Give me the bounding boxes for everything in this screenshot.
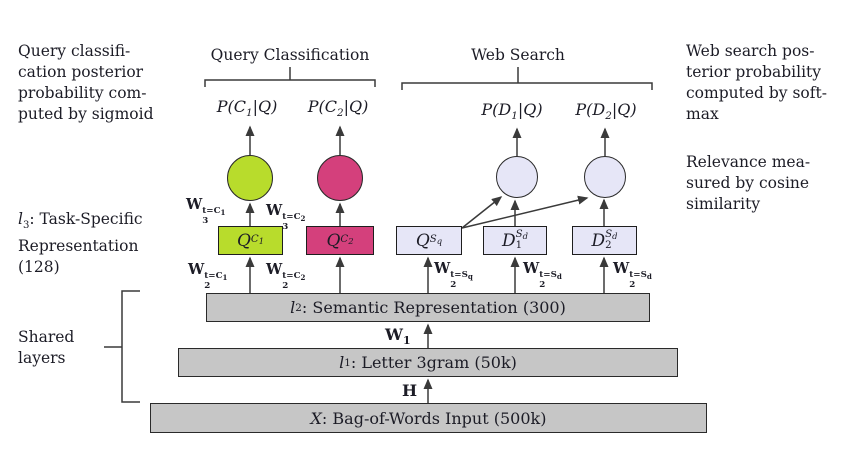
output-label-p-d2-q: P(D2|Q) bbox=[575, 100, 637, 123]
group-label-query-classification: Query Classification bbox=[210, 46, 370, 64]
weight-label-h: H bbox=[402, 381, 418, 400]
note-shared-layers: Shared layers bbox=[18, 328, 75, 367]
arrow-qsq-to-circle3 bbox=[461, 196, 503, 229]
note-l3-task-specific: l3: Task-Specific Representation (128) bbox=[18, 209, 193, 278]
l3-var: l bbox=[18, 210, 23, 228]
note-relevance: Relevance mea- sured by cosine similarit… bbox=[686, 153, 811, 213]
node-circle-query-class-1 bbox=[227, 155, 273, 201]
bracket-web-search bbox=[401, 67, 653, 90]
arrow-qsq-to-circle4 bbox=[461, 195, 589, 229]
weight-label-w1: W1 bbox=[385, 325, 411, 348]
layer-bar-x-input: X: Bag-of-Words Input (500k) bbox=[150, 403, 707, 433]
output-label-p-d1-q: P(D1|Q) bbox=[481, 100, 543, 123]
group-label-web-search: Web Search bbox=[471, 46, 565, 64]
node-circle-websearch-2 bbox=[584, 156, 626, 198]
bracket-shared-layers bbox=[104, 290, 140, 403]
output-label-p-c1-q: P(C1|Q) bbox=[216, 97, 278, 120]
output-label-p-c2-q: P(C2|Q) bbox=[307, 97, 369, 120]
node-circle-websearch-1 bbox=[496, 156, 538, 198]
node-circle-query-class-2 bbox=[317, 155, 363, 201]
note-query-posterior: Query classifi- cation posterior probabi… bbox=[18, 42, 154, 123]
l3-sub: 3 bbox=[22, 220, 30, 232]
bracket-query-classification bbox=[204, 67, 376, 87]
note-web-posterior: Web search pos- terior probability compu… bbox=[686, 42, 827, 123]
l3-text: : Task-Specific Representation (128) bbox=[18, 210, 143, 277]
